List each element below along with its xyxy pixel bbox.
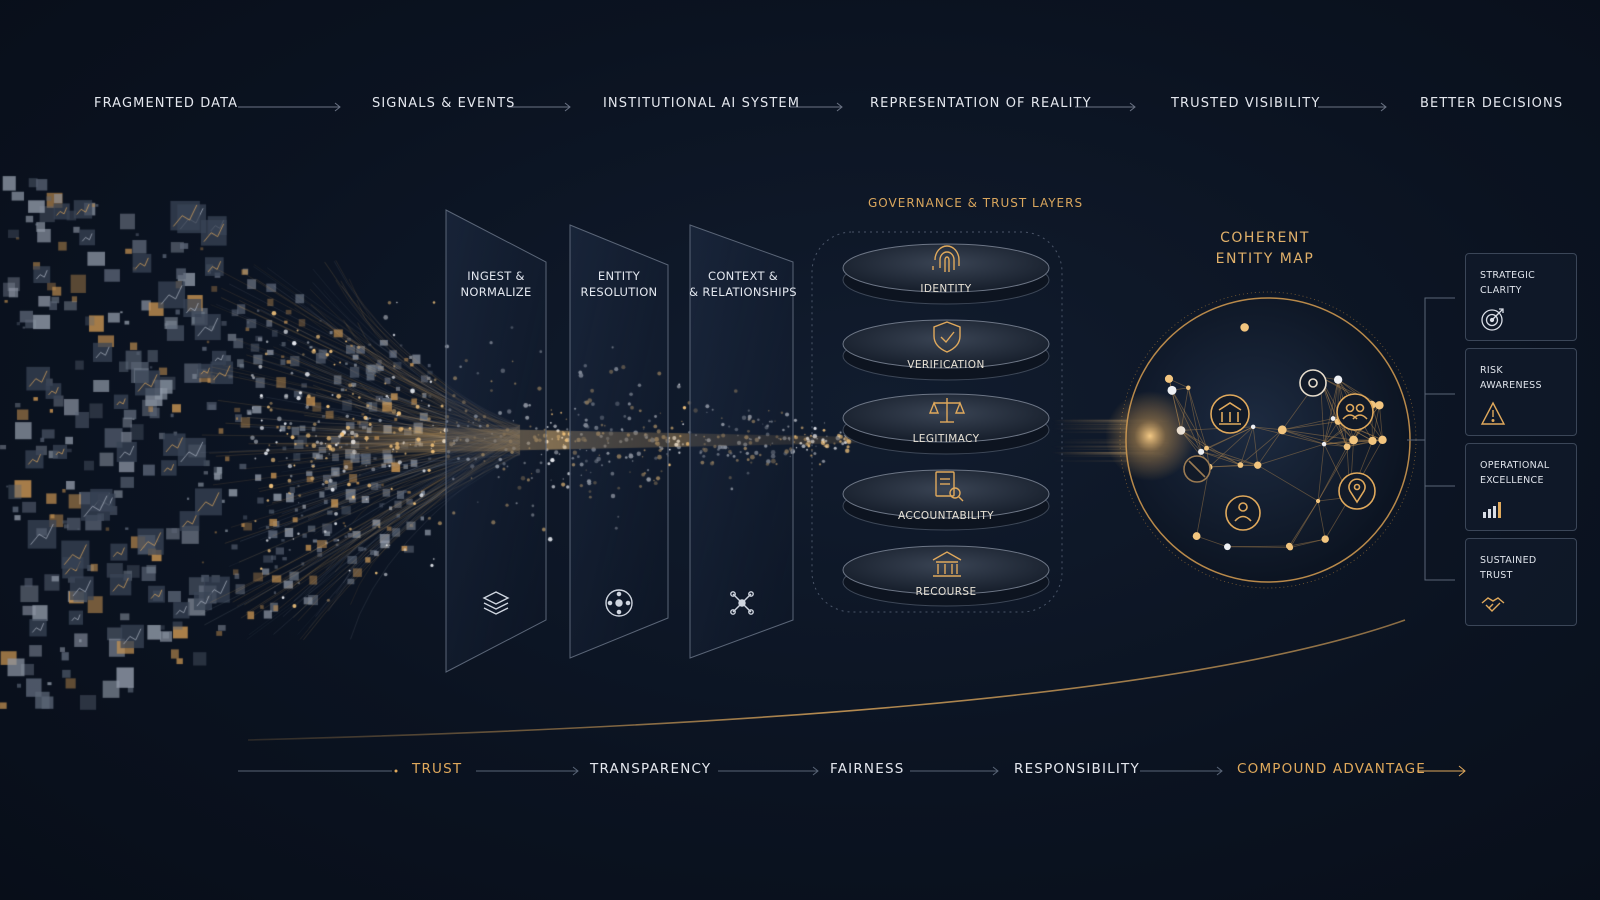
outcome-connectors xyxy=(1407,297,1455,581)
outcome-label-line1: STRATEGIC xyxy=(1480,270,1536,281)
institution-icon xyxy=(932,551,962,577)
panel-context-label-line1: CONTEXT & xyxy=(708,269,778,283)
scales-icon xyxy=(928,398,966,423)
governance-frame xyxy=(811,231,1063,613)
target-icon xyxy=(1481,308,1504,331)
panel-ingest xyxy=(445,209,547,673)
outcome-label-line1: OPERATIONAL xyxy=(1480,460,1550,471)
panel-entity-label: ENTITY RESOLUTION xyxy=(570,268,668,300)
layer-legitimacy-label: LEGITIMACY xyxy=(912,433,980,445)
panel-entity-label-line1: ENTITY xyxy=(597,269,641,283)
outcome-label-line1: SUSTAINED xyxy=(1480,555,1537,566)
panel-context-label-line2: & RELATIONSHIPS xyxy=(689,285,797,299)
value-transparency: TRANSPARENCY xyxy=(590,761,712,777)
flow-step-better-decisions: BETTER DECISIONS xyxy=(1420,96,1564,111)
panel-ingest-label-line1: INGEST & xyxy=(467,269,525,283)
flow-connectors xyxy=(238,102,1387,112)
flow-step-representation: REPRESENTATION OF REALITY xyxy=(870,96,1092,111)
outcome-label-line1: RISK xyxy=(1480,365,1503,376)
outcome-sustained-trust: SUSTAINED TRUST xyxy=(1465,538,1577,626)
value-trust: TRUST xyxy=(412,761,463,777)
panel-ingest-label-line2: NORMALIZE xyxy=(460,285,532,299)
flow-step-signals-events: SIGNALS & EVENTS xyxy=(372,96,516,111)
layer-identity-label: IDENTITY xyxy=(920,283,972,295)
panel-context-label: CONTEXT & & RELATIONSHIPS xyxy=(688,268,798,300)
alert-person-icon xyxy=(1225,495,1261,531)
warning-icon xyxy=(1480,401,1506,425)
value-compound-advantage: COMPOUND ADVANTAGE xyxy=(1237,761,1427,777)
insight-icon xyxy=(1299,369,1327,397)
flow-step-institutional-ai: INSTITUTIONAL AI SYSTEM xyxy=(603,96,801,111)
pipeline-panels xyxy=(445,209,794,673)
handshake-icon xyxy=(1481,597,1505,612)
shield-check-icon xyxy=(933,321,961,353)
fingerprint-icon xyxy=(932,245,960,272)
value-connectors xyxy=(238,765,1466,777)
hub-icon xyxy=(605,589,633,617)
convergence-glow xyxy=(1105,391,1195,481)
outcome-risk-awareness: RISK AWARENESS xyxy=(1465,348,1577,436)
governance-discs xyxy=(842,243,1050,607)
panel-ingest-label: INGEST & NORMALIZE xyxy=(446,268,546,300)
outcome-label: RISK AWARENESS xyxy=(1480,363,1542,393)
location-icon xyxy=(1338,472,1376,510)
outcome-label: SUSTAINED TRUST xyxy=(1480,553,1537,583)
layer-verification-label: VERIFICATION xyxy=(907,359,985,371)
outcome-label-line2: TRUST xyxy=(1480,570,1513,581)
entity-map-title-line2: ENTITY MAP xyxy=(1215,251,1315,267)
layer-accountability-label: ACCOUNTABILITY xyxy=(898,510,994,522)
panel-entity xyxy=(569,224,669,659)
value-fairness: FAIRNESS xyxy=(830,761,905,777)
layers-icon xyxy=(482,591,510,615)
value-arc xyxy=(247,619,1406,741)
flow-step-fragmented-data: FRAGMENTED DATA xyxy=(94,96,239,111)
governance-title: GOVERNANCE & TRUST LAYERS xyxy=(868,196,1084,210)
outcome-label-line2: CLARITY xyxy=(1480,285,1522,296)
value-responsibility: RESPONSIBILITY xyxy=(1014,761,1140,777)
panel-context xyxy=(689,224,794,659)
people-icon xyxy=(1336,393,1374,431)
panel-entity-label-line2: RESOLUTION xyxy=(580,285,658,299)
document-search-icon xyxy=(935,471,964,502)
outcome-label-line2: AWARENESS xyxy=(1480,380,1542,391)
entity-map-title-line1: COHERENT xyxy=(1220,230,1310,246)
network-icon xyxy=(730,591,754,615)
restricted-icon xyxy=(1183,455,1211,483)
layer-recourse-label: RECOURSE xyxy=(915,586,977,598)
entity-network xyxy=(1164,323,1387,551)
flow-step-trusted-visibility: TRUSTED VISIBILITY xyxy=(1171,96,1321,111)
outcome-label-line2: EXCELLENCE xyxy=(1480,475,1544,486)
bank-icon xyxy=(1210,394,1250,434)
outcome-label: OPERATIONAL EXCELLENCE xyxy=(1480,458,1549,488)
bar-chart-icon xyxy=(1483,502,1501,518)
outcome-label: STRATEGIC CLARITY xyxy=(1480,268,1535,298)
entity-icons xyxy=(1183,369,1376,531)
outcome-operational-excellence: OPERATIONAL EXCELLENCE xyxy=(1465,443,1577,531)
entity-map-title: COHERENT ENTITY MAP xyxy=(1200,228,1330,270)
outcome-strategic-clarity: STRATEGIC CLARITY xyxy=(1465,253,1577,341)
